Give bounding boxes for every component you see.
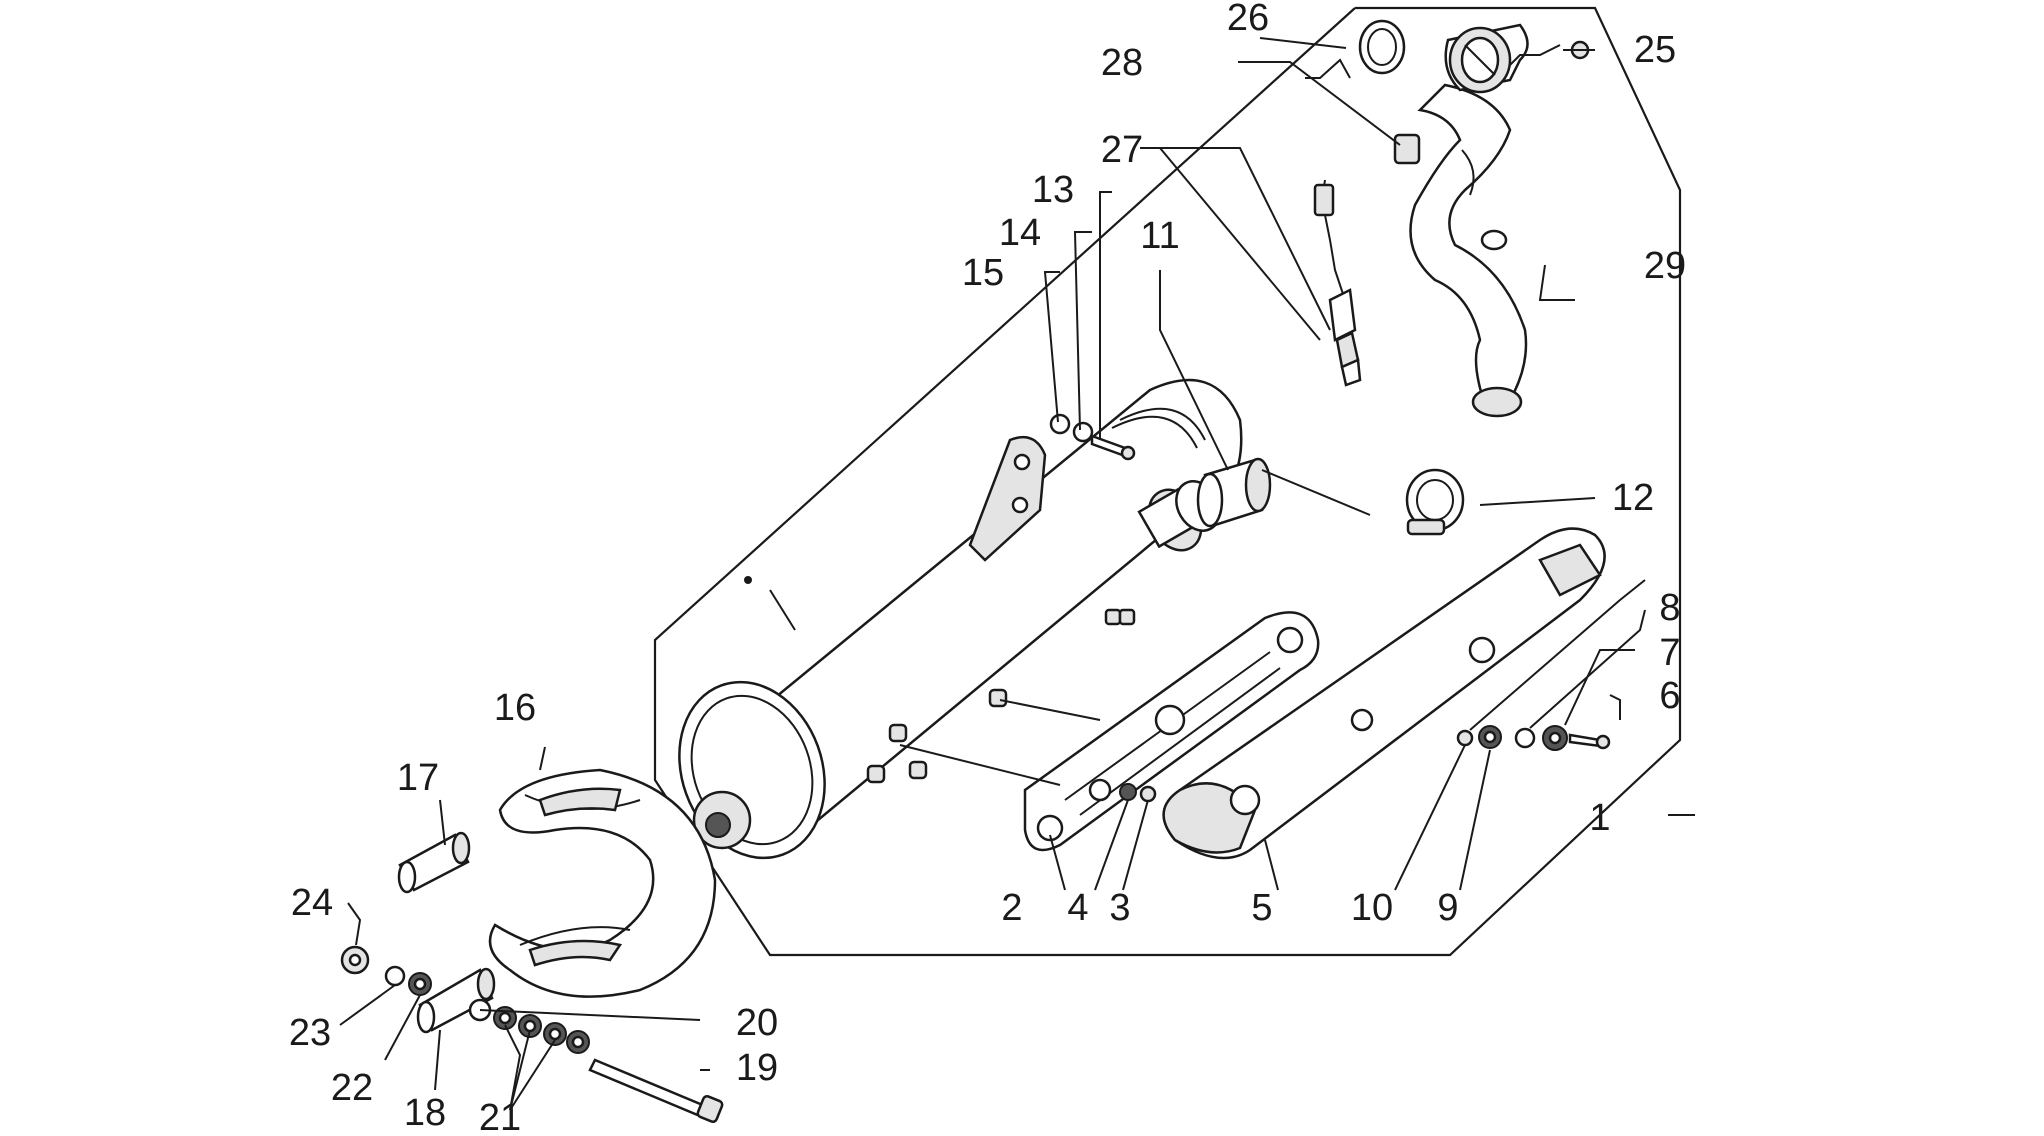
header-pipe-29 — [1409, 83, 1528, 418]
callout-29: 29 — [1644, 245, 1686, 287]
washer-4 — [1119, 783, 1137, 801]
callout-24: 24 — [291, 882, 333, 924]
sensor-cap-28 — [1393, 133, 1421, 165]
bolt-6 — [1568, 733, 1602, 748]
washer-8 — [1514, 727, 1536, 749]
callout-20: 20 — [736, 1002, 778, 1044]
assembly-frame — [653, 6, 1682, 957]
callout-12: 12 — [1612, 477, 1654, 519]
callout-14: 14 — [999, 212, 1041, 254]
long-bolt-19 — [588, 1058, 724, 1123]
callout-15: 15 — [962, 252, 1004, 294]
header-flange — [1444, 23, 1529, 94]
washer-stack-21 — [468, 998, 590, 1054]
callout-28: 28 — [1101, 42, 1143, 84]
callout-6: 6 — [1659, 675, 1680, 717]
washer-14 — [1072, 421, 1094, 443]
lambda-sensor-27 — [1313, 179, 1362, 387]
strap-bracket-16 — [488, 768, 717, 998]
callout-17: 17 — [397, 757, 439, 799]
bolt-3 — [1139, 785, 1157, 803]
sleeve-18 — [416, 967, 496, 1034]
callout-26: 26 — [1227, 0, 1269, 39]
callout-25: 25 — [1634, 29, 1676, 71]
bolt-10 — [1456, 729, 1474, 747]
callout-19: 19 — [736, 1047, 778, 1089]
sleeve-17 — [397, 831, 471, 894]
callout-23: 23 — [289, 1012, 331, 1054]
heat-shield-5 — [1162, 527, 1606, 860]
washer-15 — [1049, 413, 1071, 435]
callout-18: 18 — [404, 1092, 446, 1134]
washer-23 — [384, 965, 406, 987]
callout-16: 16 — [494, 687, 536, 729]
callout-11: 11 — [1140, 215, 1179, 257]
callout-10: 10 — [1351, 887, 1393, 929]
callout-27: 27 — [1101, 129, 1143, 171]
callout-21: 21 — [479, 1097, 521, 1136]
leader-lines — [339, 37, 1695, 1111]
callout-13: 13 — [1032, 169, 1074, 211]
gasket-26 — [1358, 19, 1406, 75]
clamp-12 — [1405, 468, 1465, 536]
callout-9: 9 — [1437, 887, 1458, 929]
callout-8: 8 — [1659, 587, 1680, 629]
callout-3: 3 — [1109, 887, 1130, 929]
bracket-plate-2 — [1023, 611, 1320, 852]
callout-22: 22 — [331, 1067, 373, 1109]
callout-5: 5 — [1251, 887, 1272, 929]
muffler-body — [678, 378, 1243, 860]
sleeve-11 — [1196, 457, 1272, 528]
callout-1: 1 — [1589, 797, 1610, 839]
callout-7: 7 — [1659, 632, 1680, 674]
callout-4: 4 — [1067, 887, 1088, 929]
callout-2: 2 — [1001, 887, 1022, 929]
